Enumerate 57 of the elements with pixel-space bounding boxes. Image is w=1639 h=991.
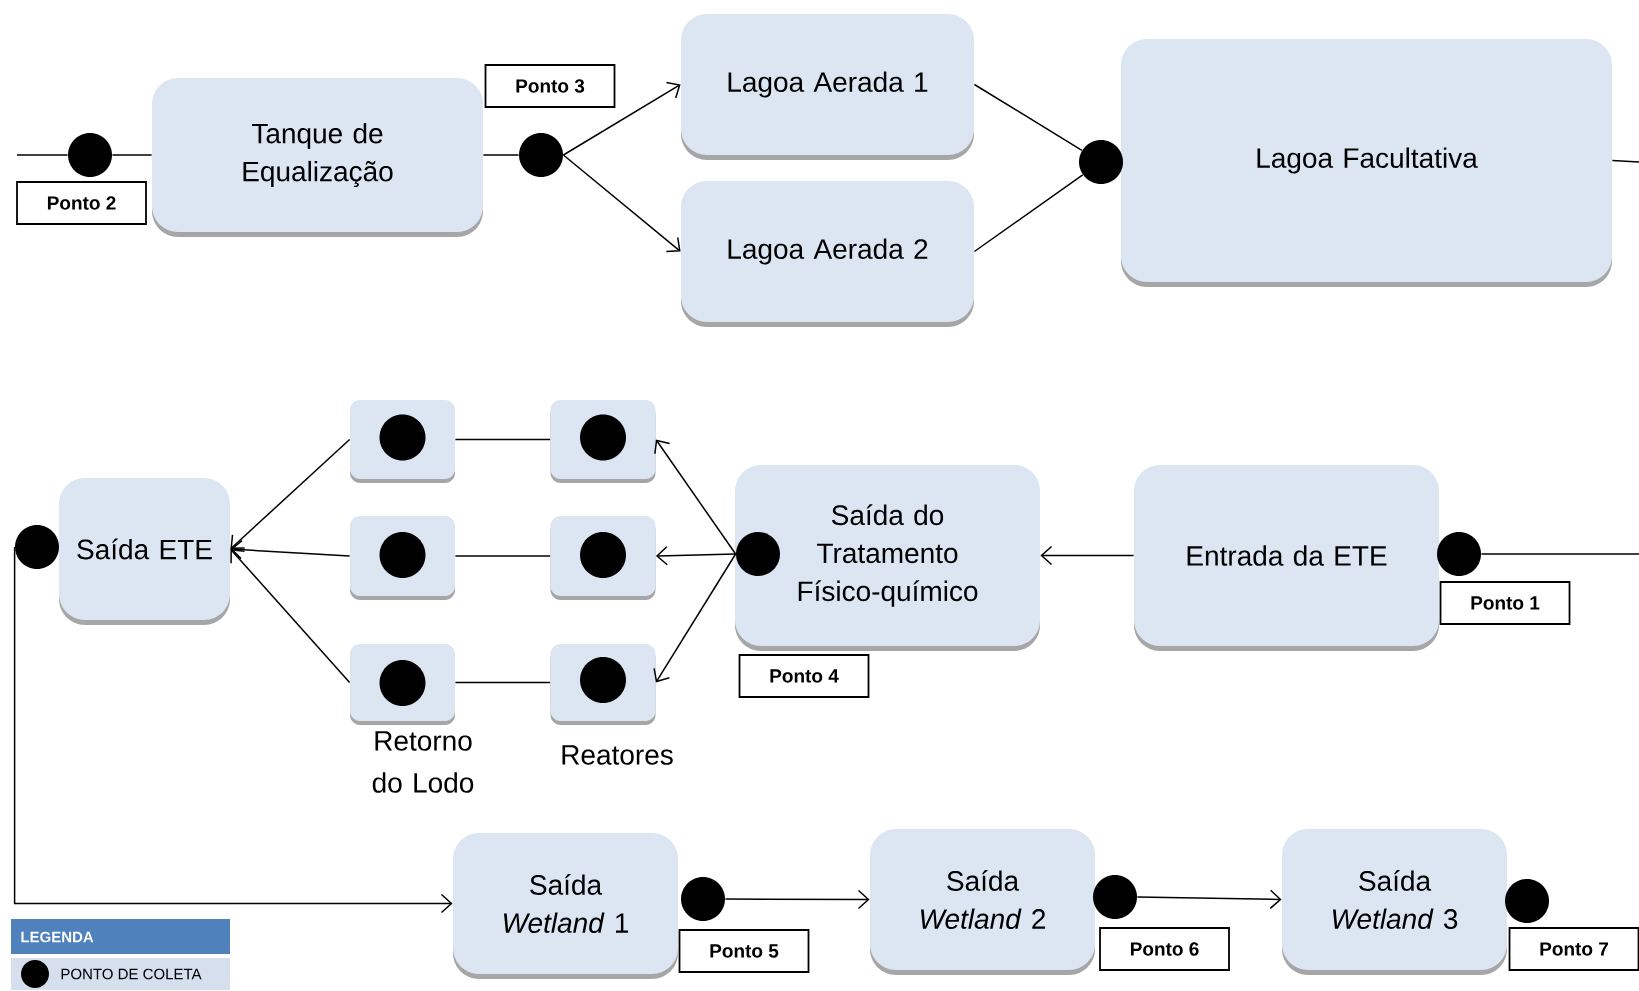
collection-point-dot bbox=[1079, 140, 1123, 184]
arrow bbox=[230, 539, 351, 560]
collection-point-dot bbox=[379, 660, 426, 706]
column-label: Retorno do Lodo bbox=[372, 731, 474, 793]
legend-item: PONTO DE COLETA bbox=[11, 958, 230, 990]
collection-point-dot bbox=[681, 877, 725, 921]
point-label: Ponto 3 bbox=[484, 64, 616, 108]
collection-point-dot bbox=[15, 525, 59, 569]
process-box: Saída Wetland 1 bbox=[453, 833, 678, 979]
connector-line bbox=[973, 174, 1084, 253]
point-label: Ponto 6 bbox=[1099, 927, 1230, 971]
collection-point-dot bbox=[580, 414, 626, 461]
collection-point-dot bbox=[519, 133, 563, 177]
point-label: Ponto 1 bbox=[1439, 581, 1571, 625]
collection-point-dot bbox=[1505, 879, 1549, 923]
process-box: Saída ETE bbox=[59, 478, 230, 625]
process-box: Saída do Tratamento Físico-químico bbox=[735, 465, 1040, 651]
connector-line bbox=[111, 154, 153, 156]
connector-line bbox=[973, 83, 1083, 152]
arrow bbox=[562, 154, 681, 253]
arrow bbox=[654, 439, 737, 555]
arrow bbox=[13, 546, 453, 914]
collection-point-dot bbox=[379, 414, 426, 461]
connector-line bbox=[454, 681, 551, 684]
connector-line bbox=[16, 154, 69, 156]
arrow bbox=[653, 553, 737, 683]
process-box: Lagoa Aerada 1 bbox=[681, 14, 974, 160]
connector-line bbox=[482, 154, 520, 156]
arrow bbox=[230, 549, 351, 684]
collection-point-dot bbox=[68, 133, 112, 177]
collection-point-dot bbox=[1437, 532, 1481, 576]
collection-point-dot bbox=[580, 657, 626, 703]
point-label: Ponto 5 bbox=[678, 929, 810, 973]
process-box: Lagoa Aerada 2 bbox=[681, 181, 974, 327]
connector-line bbox=[1611, 159, 1639, 163]
collection-point-dot bbox=[379, 532, 426, 578]
point-label: Ponto 4 bbox=[738, 654, 870, 698]
process-box: Saída Wetland 3 bbox=[1282, 829, 1507, 975]
point-label: Ponto 7 bbox=[1508, 927, 1639, 971]
process-box: Entrada da ETE bbox=[1134, 465, 1439, 651]
arrow bbox=[724, 889, 870, 910]
collection-point-dot bbox=[1093, 875, 1137, 919]
process-box: Saída Wetland 2 bbox=[870, 829, 1095, 975]
arrow bbox=[1040, 545, 1135, 566]
point-label: Ponto 2 bbox=[16, 181, 147, 225]
arrow bbox=[230, 438, 351, 549]
collection-point-dot bbox=[580, 532, 626, 578]
connector-line bbox=[454, 438, 551, 441]
arrow bbox=[655, 546, 737, 566]
connector-line bbox=[454, 555, 551, 557]
process-box: Tanque de Equalização bbox=[152, 78, 483, 237]
arrow bbox=[562, 81, 681, 156]
column-label: Reatores bbox=[562, 745, 673, 765]
process-box: Lagoa Facultativa bbox=[1121, 39, 1612, 287]
connector-line bbox=[1480, 553, 1639, 555]
legend-header: LEGENDA bbox=[11, 919, 230, 954]
arrow bbox=[1136, 889, 1282, 910]
